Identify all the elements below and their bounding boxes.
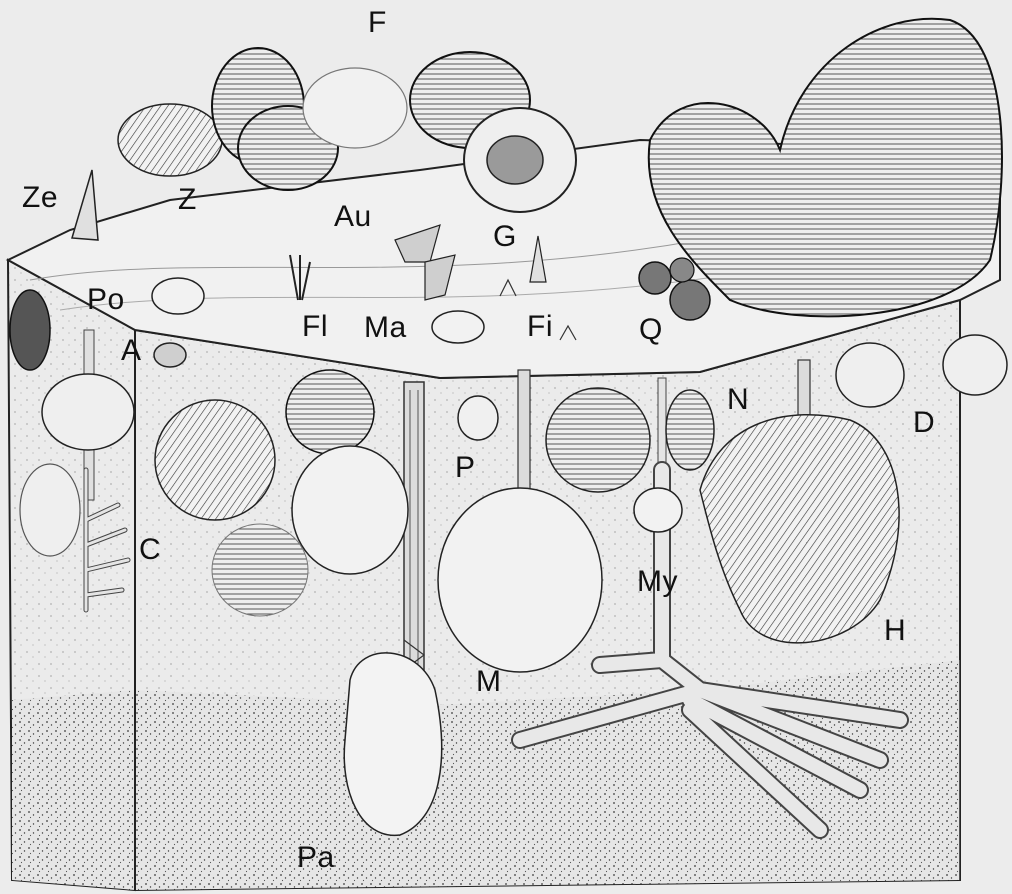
spire-Ze	[72, 170, 98, 240]
label-C: C	[139, 535, 161, 565]
shell-Ma	[432, 311, 484, 343]
shell-D-right	[943, 335, 1007, 395]
shell-Pa	[344, 653, 441, 835]
shell-My	[634, 488, 682, 532]
label-D: D	[913, 408, 935, 438]
shell-P	[458, 396, 498, 440]
label-H: H	[884, 616, 906, 646]
label-G: G	[493, 222, 517, 252]
shell-C-right	[292, 446, 408, 574]
label-F: F	[368, 8, 387, 38]
label-Ze: Ze	[22, 183, 58, 213]
shell-D-left	[836, 343, 904, 407]
label-P: P	[455, 453, 476, 483]
label-N: N	[727, 385, 749, 415]
label-A: A	[121, 336, 142, 366]
label-Fi: Fi	[527, 312, 553, 342]
shell-C-left	[155, 400, 275, 520]
label-M: M	[476, 667, 502, 697]
label-Q: Q	[639, 315, 663, 345]
shell-A	[154, 343, 186, 367]
shell-C-dark	[286, 370, 374, 454]
label-Fl: Fl	[302, 312, 328, 342]
shell-left-upper	[42, 374, 134, 450]
shell-N	[666, 390, 714, 470]
shell-Z-left	[118, 104, 222, 176]
shell-Po	[152, 278, 204, 314]
shell-mid	[546, 388, 650, 492]
label-Pa: Pa	[297, 843, 335, 873]
label-Po: Po	[87, 285, 125, 315]
label-Z: Z	[178, 185, 197, 215]
label-Au: Au	[334, 202, 372, 232]
shell-left-lower	[20, 464, 80, 556]
shell-F-ghost	[303, 68, 407, 148]
shell-C-lower	[212, 524, 308, 616]
shell-Q-large	[649, 19, 1002, 317]
label-My: My	[637, 567, 678, 597]
label-Ma: Ma	[364, 313, 407, 343]
shell-M	[438, 488, 602, 672]
